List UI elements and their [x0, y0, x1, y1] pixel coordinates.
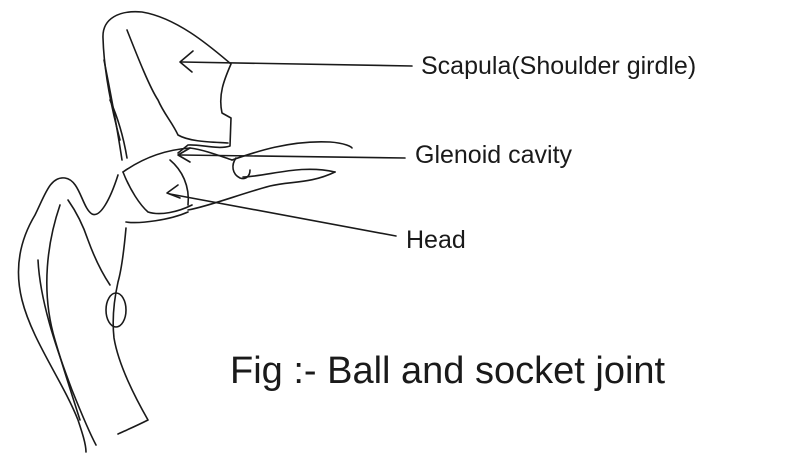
figure-caption: Fig :- Ball and socket joint	[230, 350, 666, 392]
humerus-drawing	[17, 159, 193, 453]
glenoid-pointer-arrowhead	[177, 147, 191, 163]
scapula-label: Scapula(Shoulder girdle)	[421, 52, 697, 80]
scapula-outline	[102, 10, 232, 154]
humeral-head-curve	[169, 159, 190, 206]
scapula-pointer-arrowhead	[179, 50, 194, 73]
process-upper	[231, 140, 353, 161]
head-pointer-line	[169, 193, 397, 237]
process-lower	[242, 168, 336, 178]
head-label: Head	[406, 226, 466, 254]
anatomical-neck	[125, 211, 189, 224]
head-pointer-arrowhead	[166, 184, 181, 199]
glenoid-pointer-line	[179, 154, 406, 159]
shaft-right-edge	[112, 227, 149, 435]
scapula-spine-fold	[103, 59, 123, 161]
socket-drawing	[122, 140, 353, 211]
pointer-lines	[166, 50, 413, 237]
scapula-pointer-line	[181, 61, 413, 67]
deltoid-tuberosity	[105, 292, 127, 328]
greater-tubercle-line	[67, 199, 111, 286]
shaft-inner-line-2	[37, 259, 97, 446]
scapula-drawing	[102, 10, 232, 161]
glenoid-cavity-label: Glenoid cavity	[415, 141, 573, 169]
humeral-head-outline	[122, 171, 193, 215]
socket-arm-under	[187, 171, 336, 211]
scapula-inner-line	[126, 29, 229, 144]
shaft-left-edge	[17, 174, 119, 453]
process-hook	[232, 157, 251, 180]
